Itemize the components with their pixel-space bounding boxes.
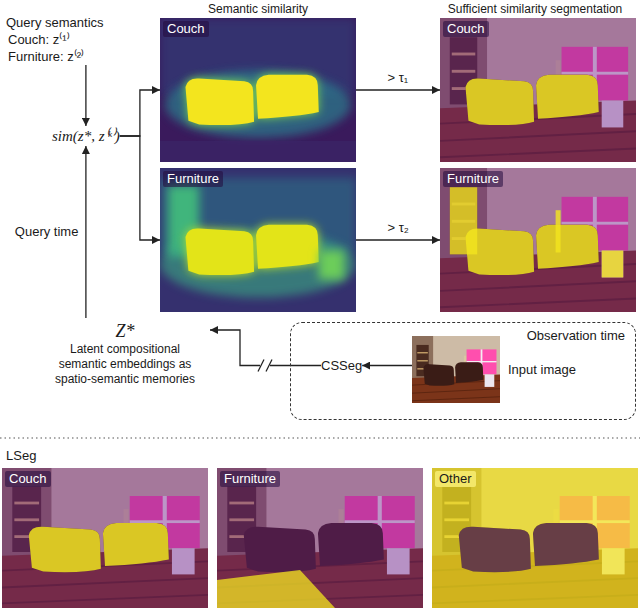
lseg-image (2, 468, 208, 608)
segmentation-panel: Couch (440, 18, 636, 162)
description: Latent compositional semantic embeddings… (46, 342, 204, 387)
heatmap-panel: Furniture (160, 168, 356, 312)
break-mark (258, 360, 264, 372)
box-title: Observation time (527, 328, 625, 344)
panel-label: Furniture (220, 471, 280, 487)
heatmap-panel: Couch (160, 18, 356, 162)
query-term: Couch: z⁽¹⁾ (6, 31, 104, 48)
lseg-image (432, 468, 638, 608)
heatmap-image (160, 18, 356, 162)
panel-label: Furniture (163, 171, 223, 187)
heatmap-image (160, 168, 356, 312)
edge-label: > τ₂ (388, 220, 409, 236)
observation-box: Observation timeCSSeg Input image (290, 322, 636, 420)
formula: sim(z*, z⁽ᵏ⁾) (52, 126, 120, 146)
flow-arrow (85, 146, 86, 318)
query-semantics: Query semanticsCouch: z⁽¹⁾Furniture: z⁽²… (6, 14, 104, 65)
flow-arrow (356, 89, 440, 90)
lseg-panel: Furniture (217, 468, 423, 608)
column-header: Semantic similarity (160, 2, 356, 17)
separator-line (0, 437, 640, 438)
lseg-panel: Other (432, 468, 638, 608)
panel-label: Furniture (443, 171, 503, 187)
panel-label: Couch (443, 21, 489, 37)
flow-arrow (210, 330, 321, 366)
flow-arrow (356, 239, 440, 240)
segmentation-image (440, 168, 636, 312)
panel-label: Couch (163, 21, 209, 37)
model-name: CSSeg (321, 357, 362, 374)
break-mark (266, 360, 272, 372)
query-term: Furniture: z⁽²⁾ (6, 48, 104, 65)
segmentation-panel: Furniture (440, 168, 636, 312)
memory-embedding: Z*Latent compositional semantic embeddin… (40, 318, 210, 389)
section-label: LSeg (6, 447, 36, 464)
query-heading: Query semantics (6, 14, 104, 31)
lseg-image (217, 468, 423, 608)
segmentation-image (440, 18, 636, 162)
edge-label: > τ₁ (388, 70, 409, 86)
flow-arrow (120, 136, 160, 240)
lseg-panel: Couch (2, 468, 208, 608)
panel-label: Couch (5, 471, 51, 487)
edge-label: Query time (15, 224, 79, 240)
similarity-function: sim(z*, z⁽ᵏ⁾) (52, 126, 120, 146)
csseg-model: CSSeg (321, 357, 362, 374)
flow-arrow (362, 365, 412, 366)
input-image: Input image (412, 336, 500, 403)
panel-label: Other (435, 471, 476, 487)
column-header: Sufficient similarity segmentation (432, 2, 638, 17)
image-caption: Input image (508, 362, 576, 378)
input-photo (412, 336, 500, 403)
flow-arrow (120, 90, 160, 136)
flow-arrow (85, 65, 86, 126)
symbol: Z* (46, 320, 204, 342)
